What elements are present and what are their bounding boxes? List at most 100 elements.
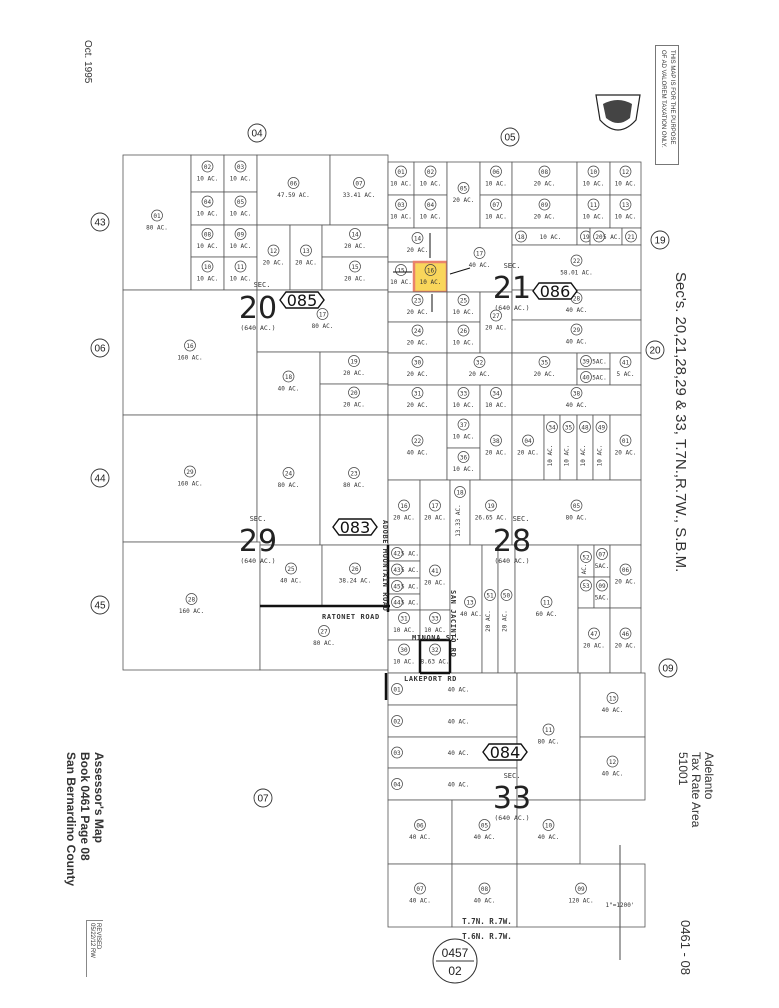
adjacent-page-link[interactable]: 19: [650, 230, 670, 250]
adjacent-page-link[interactable]: 04: [247, 123, 267, 143]
adjacent-page-link[interactable]: 43: [90, 212, 110, 232]
adjacent-page-link[interactable]: 07: [253, 788, 273, 808]
adjacent-page-link[interactable]: 20: [645, 340, 665, 360]
parcel[interactable]: 21: [621, 227, 642, 246]
adjacent-page-link[interactable]: 09: [658, 658, 678, 678]
parcel[interactable]: 328.63 AC.: [419, 639, 451, 674]
adjacent-page-link[interactable]: 06: [90, 338, 110, 358]
parcel[interactable]: 19: [576, 227, 592, 246]
adjacent-page-link[interactable]: 45: [90, 595, 110, 615]
parcel[interactable]: 415 AC.: [609, 352, 642, 386]
adjacent-page-link[interactable]: 05: [500, 127, 520, 147]
